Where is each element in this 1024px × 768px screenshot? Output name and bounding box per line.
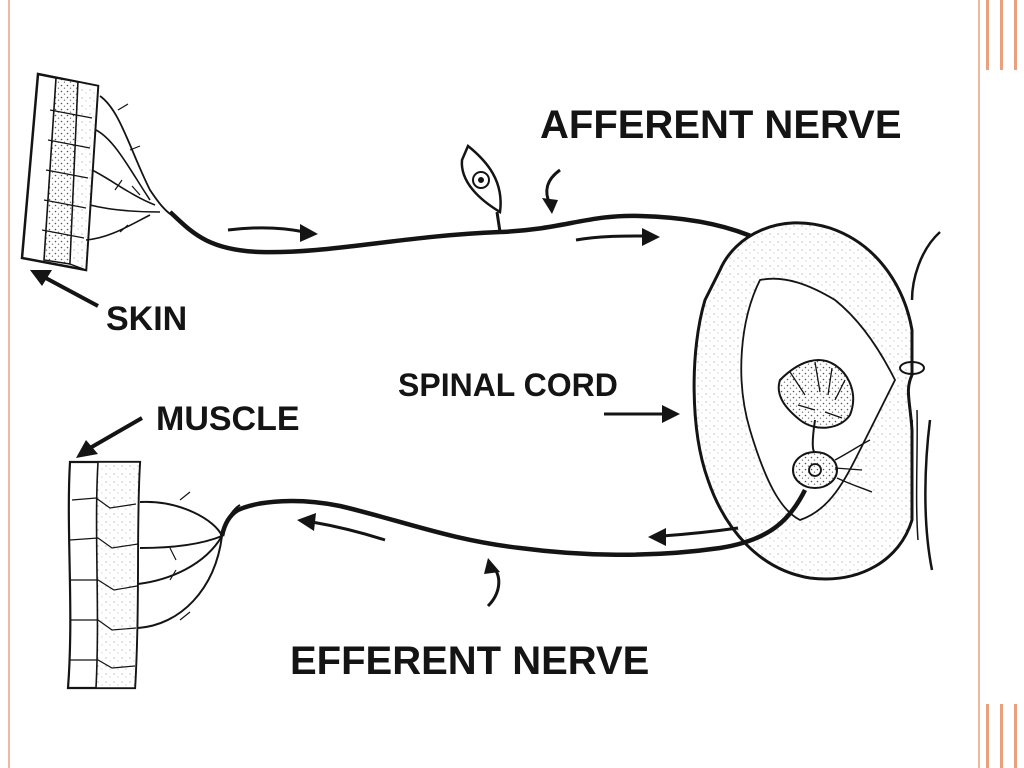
skin-tissue [20, 72, 171, 272]
efferent-flow-arrow-2 [297, 513, 386, 542]
skin-pointer-arrow [30, 270, 99, 308]
efferent-flow-arrow-1 [648, 526, 739, 546]
spinal-cord-pointer-arrow [604, 405, 680, 423]
afferent-pointer-arrow [542, 168, 561, 214]
muscle-tissue [66, 460, 241, 690]
muscle-pointer-arrow [76, 416, 143, 458]
slide-decoration-top [980, 0, 1024, 70]
muscle-label: MUSCLE [156, 400, 300, 438]
slide-border-right [978, 0, 1024, 768]
slide-border-left [8, 0, 10, 768]
skin-label: SKIN [106, 300, 187, 338]
efferent-nerve-path [219, 488, 808, 558]
efferent-nerve-label: EFFERENT NERVE [290, 639, 649, 683]
afferent-flow-arrow-2 [575, 228, 660, 246]
afferent-nerve-label: AFFERENT NERVE [540, 103, 902, 147]
afferent-flow-arrow-1 [227, 224, 318, 242]
spinal-cord-section [692, 221, 941, 581]
spinal-cord-label: SPINAL CORD [398, 367, 618, 403]
dorsal-root-ganglion [460, 143, 502, 233]
slide-decoration-bottom [980, 704, 1024, 768]
efferent-pointer-arrow [484, 558, 501, 608]
